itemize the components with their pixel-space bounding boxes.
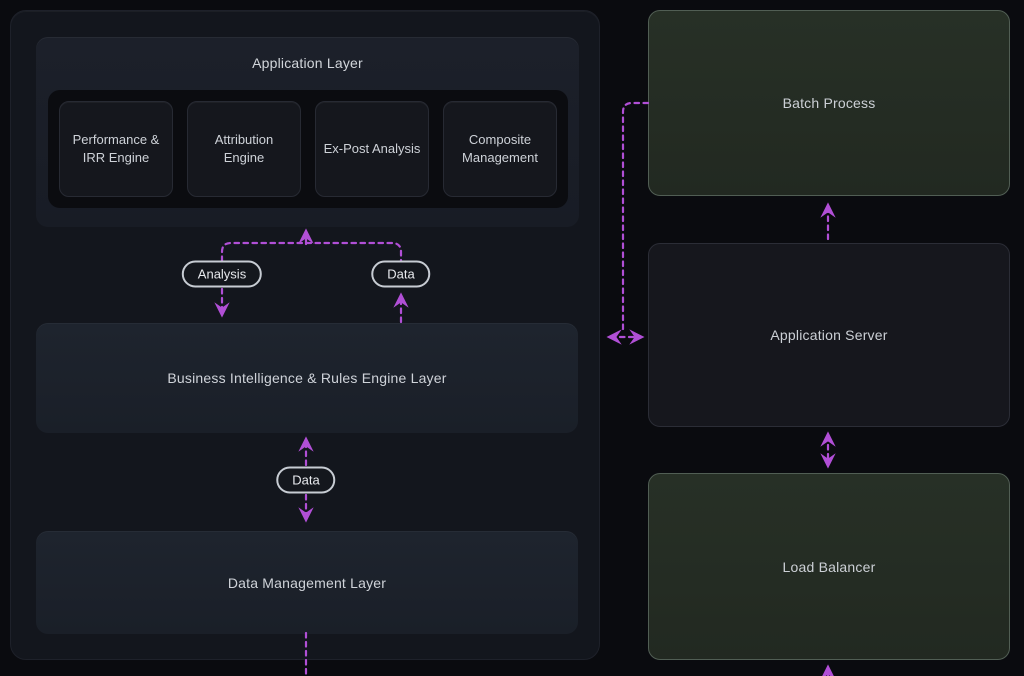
data-management-layer: Data Management Layer <box>36 531 578 634</box>
bi-rules-engine-layer: Business Intelligence & Rules Engine Lay… <box>36 323 578 433</box>
analysis-pill: Analysis <box>181 260 263 288</box>
data-management-layer-label: Data Management Layer <box>227 574 387 591</box>
load-balancer-label: Load Balancer <box>782 558 876 575</box>
platform-panel: Application Layer Performance & IRR Engi… <box>10 10 600 660</box>
module-performance-irr-engine: Performance & IRR Engine <box>59 101 173 197</box>
data-pill-bottom: Data <box>276 466 336 494</box>
module-attribution-engine: Attribution Engine <box>187 101 301 197</box>
application-layer-title: Application Layer <box>252 55 363 71</box>
batch-process-box: Batch Process <box>648 10 1010 196</box>
batch-process-label: Batch Process <box>782 95 876 111</box>
load-balancer-box: Load Balancer <box>648 473 1010 660</box>
arrow-batch-process-elbow <box>621 101 650 335</box>
bi-rules-engine-layer-label: Business Intelligence & Rules Engine Lay… <box>167 370 447 386</box>
application-modules-container: Performance & IRR Engine Attribution Eng… <box>48 90 568 208</box>
application-layer-panel: Application Layer Performance & IRR Engi… <box>36 37 579 227</box>
module-composite-management: Composite Management <box>443 101 557 197</box>
application-server-label: Application Server <box>770 327 888 343</box>
data-pill-top: Data <box>371 260 431 288</box>
application-server-box: Application Server <box>648 243 1010 427</box>
module-ex-post-analysis: Ex-Post Analysis <box>315 101 429 197</box>
